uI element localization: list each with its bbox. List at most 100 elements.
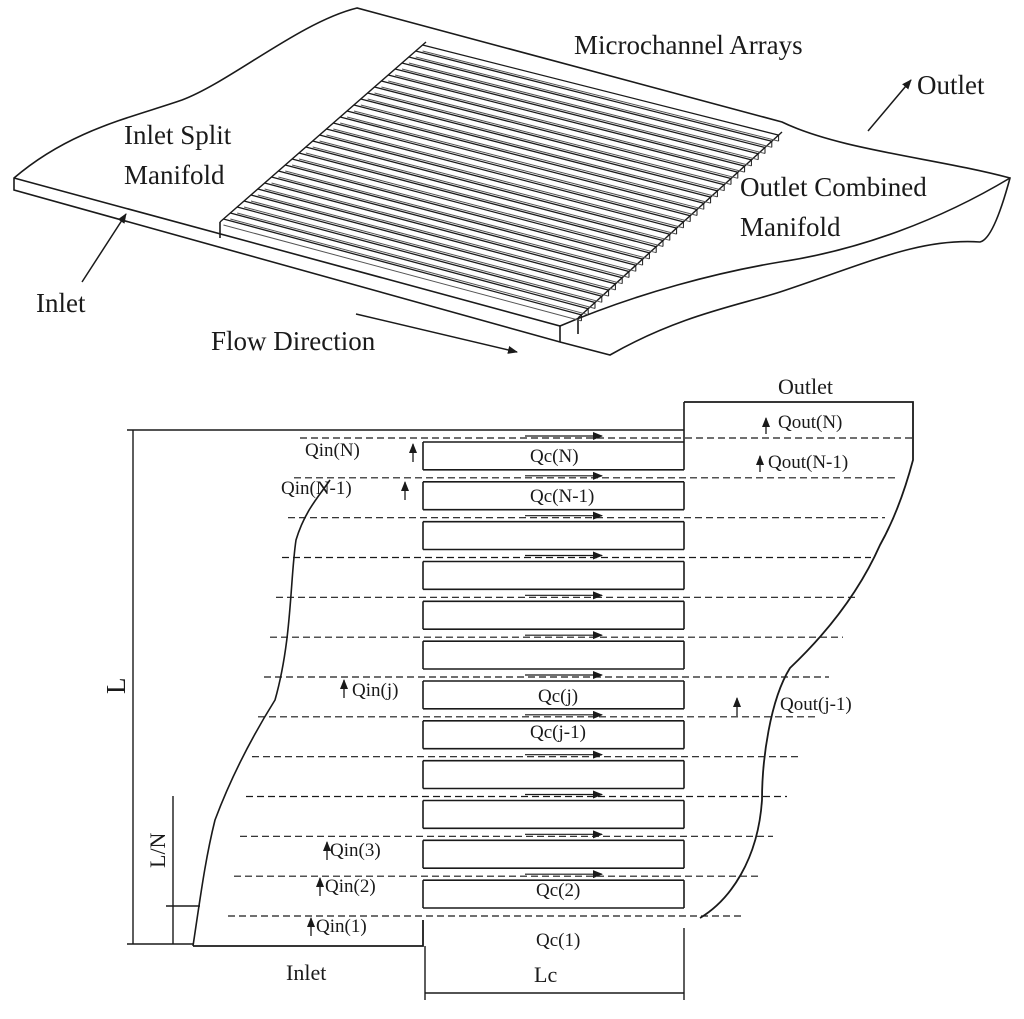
fin-top-edge [367,92,725,186]
bottom-outlet-label: Outlet [778,374,833,399]
fin-side-edge [422,50,779,142]
fin-top-edge [250,194,609,291]
heat-sink-front-edge [13,177,1011,327]
fin-side-edge [278,176,636,272]
outlet-combined-label-line2: Manifold [740,212,841,242]
fin-top-edge [401,62,759,155]
fin-side-edge [374,92,732,185]
top-labels: Microchannel Arrays Outlet Inlet Split M… [36,30,985,356]
fin-side-edge [305,152,664,247]
inlet-split-label-line2: Manifold [124,160,225,190]
fin-top-edge [230,212,589,310]
fin-side-edge [257,194,616,291]
qc-j-label: Qc(j) [538,686,578,707]
fin-side-edge [367,98,725,192]
qout-N1-label: Qout(N-1) [768,452,848,473]
fin-top-edge [333,122,691,217]
fin-side-edge [264,188,623,285]
qin-j-label: Qin(j) [352,680,398,701]
fin-side-edge [250,200,609,297]
top-outlet-arrow [867,79,912,132]
fin-side-edge [271,182,630,278]
inlet-split-label-line1: Inlet Split [124,120,232,150]
fin-side-edge [319,140,677,235]
fin-top-edge [326,128,684,223]
isometric-heat-sink-view [13,7,1011,356]
top-outlet-label: Outlet [917,70,985,100]
channel-region-front-edge [577,131,783,319]
fin-side-edge [394,74,752,167]
heat-sink-plate-outline [13,7,1011,356]
fin-side-edge [312,146,670,241]
flow-direction-label: Flow Direction [211,326,376,356]
top-inlet-label: Inlet [36,288,86,318]
bottom-inlet-label: Inlet [286,960,326,985]
fin-top-edge [285,164,643,260]
qout-j1-label: Qout(j-1) [780,694,852,715]
fin-side-edge [291,164,650,260]
fin-top-edge [319,134,677,229]
outlet-combined-label-line1: Outlet Combined [740,172,927,202]
fin-side-edge [388,80,745,173]
fin-side-edge [408,62,766,154]
fin-top-edge [422,44,779,136]
qc-N1-label: Qc(N-1) [530,486,594,507]
fin-side-edge [381,86,738,179]
fin-top-edge [312,140,670,235]
fin-side-edge [340,122,698,216]
fin-side-edge [360,104,718,198]
heat-sink-front-thickness [219,222,579,342]
fin-side-edge [237,212,596,309]
microchannel-rows [228,432,913,917]
fin-top-edge [223,218,582,316]
qc-2-label: Qc(2) [536,880,580,901]
fin-top-edge [415,50,772,142]
flow-arrows [307,417,770,936]
qc-j1-label: Qc(j-1) [530,722,586,743]
qin-2-label: Qin(2) [325,876,376,897]
dim-LN-label: L/N [145,832,170,868]
fin-side-edge [401,68,759,161]
fin-top-edge [360,98,718,192]
microchannel-fins [223,44,780,322]
fin-side-edge [346,116,704,210]
fin-top-edge [298,152,657,248]
fin-top-edge [257,188,616,285]
fin-top-edge [374,86,732,180]
fin-side-edge [333,128,691,223]
fin-top-edge [408,56,766,149]
fin-top-edge [243,200,602,297]
qin-N1-label: Qin(N-1) [281,478,352,499]
fin-top-edge [340,116,698,211]
fin-side-edge [285,170,643,266]
fin-top-edge [353,104,711,198]
dim-Lc-label: Lc [534,962,557,987]
outlet-manifold-outer-wall [684,401,914,919]
bottom-labels: Outlet Inlet L L/N Lc Qout(N) Qout(N-1) … [101,374,852,987]
channel-region-top-edge [219,41,427,223]
top-inlet-arrow [81,213,127,283]
fin-side-edge [230,218,589,316]
dim-L-label: L [101,678,131,695]
qin-1-label: Qin(1) [316,916,367,937]
fin-side-edge [223,224,582,322]
fin-side-edge [353,110,711,204]
fin-top-edge [394,68,752,161]
fin-top-edge [346,110,704,204]
fin-side-edge [298,158,657,254]
fin-top-edge [291,158,650,254]
qin-N-label: Qin(N) [305,440,360,461]
fin-top-edge [388,74,745,167]
fin-top-edge [236,206,596,304]
qc-N-label: Qc(N) [530,446,579,467]
microchannel-arrays-label: Microchannel Arrays [574,30,803,60]
qin-3-label: Qin(3) [330,840,381,861]
fin-side-edge [326,134,684,229]
qc-1-label: Qc(1) [536,930,580,951]
fin-top-edge [278,170,636,266]
fin-top-edge [271,176,630,273]
schematic-2d-view [127,401,914,1000]
fin-top-edge [264,182,623,279]
fin-side-edge [415,56,772,148]
